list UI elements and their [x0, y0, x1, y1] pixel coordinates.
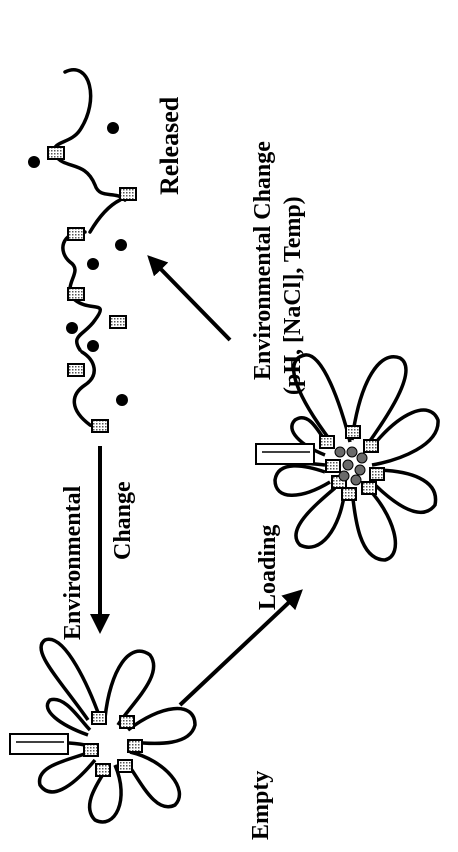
loaded-drug-beads: [334, 446, 368, 486]
label-env-change-left-2: Change: [110, 481, 136, 560]
label-env-change-left-1: Environmental: [60, 485, 86, 640]
micelle-empty-icon: [9, 637, 197, 824]
arrow-loading: [178, 589, 303, 707]
label-env-change-right-1: Environmental Change: [250, 141, 276, 380]
chain-blocks: [47, 146, 137, 433]
label-loading: Loading: [255, 525, 281, 610]
label-env-change-right-2: (pH, [NaCl], Temp): [280, 196, 306, 395]
label-empty: Empty: [248, 771, 274, 840]
released-drug-dots: [28, 122, 128, 406]
arrow-icon: [90, 255, 303, 707]
arrow-release: [147, 255, 232, 342]
micelle-loaded-icon: [255, 353, 440, 562]
label-released: Released: [155, 96, 184, 195]
